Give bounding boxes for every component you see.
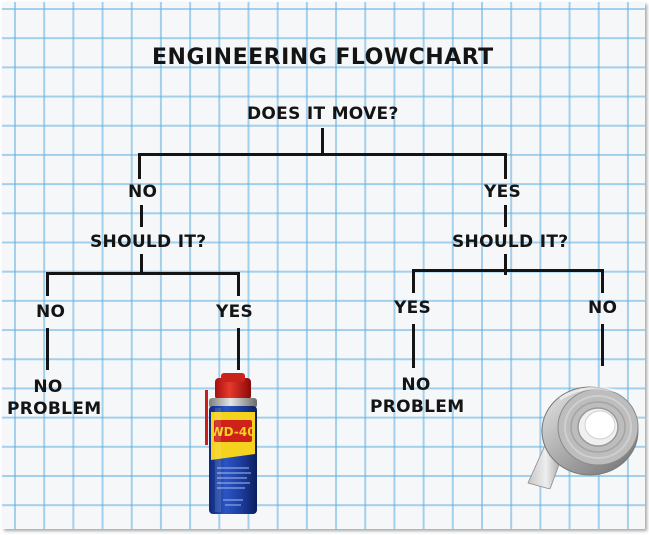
left-yes-line bbox=[237, 328, 240, 370]
left-question: SHOULD IT? bbox=[90, 232, 207, 252]
wd-40-can-icon: WD-40 bbox=[205, 373, 257, 514]
right-no-label: NO bbox=[588, 298, 618, 318]
left-question-stem-line bbox=[140, 254, 143, 275]
left-no-label: NO bbox=[36, 302, 66, 322]
root-question: DOES IT MOVE? bbox=[247, 104, 399, 124]
flowchart-title: ENGINEERING FLOWCHART bbox=[152, 45, 494, 70]
duct-tape-icon bbox=[527, 386, 639, 489]
left-answer-line bbox=[140, 205, 143, 227]
graph-paper-canvas: ENGINEERING FLOWCHART DOES IT MOVE? NO S… bbox=[2, 2, 645, 529]
right-question-stem-line bbox=[504, 254, 507, 275]
left-drop-line bbox=[138, 153, 141, 179]
right-no-line bbox=[601, 324, 604, 366]
left-yes-label: YES bbox=[216, 302, 254, 322]
right-drop-line bbox=[504, 153, 507, 179]
left-answer-no: NO bbox=[128, 182, 158, 202]
right-answer-yes: YES bbox=[484, 182, 522, 202]
right-yes-label: YES bbox=[394, 298, 432, 318]
root-split-line bbox=[138, 153, 507, 156]
right-question: SHOULD IT? bbox=[452, 232, 569, 252]
left-split-line bbox=[46, 272, 240, 275]
root-stem-line bbox=[321, 128, 324, 156]
left-no-result: NO PROBLEM bbox=[7, 377, 102, 420]
wd-40-can-label: WD-40 bbox=[210, 425, 255, 439]
right-split-line bbox=[412, 269, 604, 272]
left-no-drop-line bbox=[46, 272, 49, 296]
left-yes-drop-line bbox=[237, 272, 240, 296]
left-no-line bbox=[46, 328, 49, 370]
right-yes-result: NO PROBLEM bbox=[370, 375, 465, 418]
right-no-drop-line bbox=[601, 269, 604, 293]
right-answer-line bbox=[504, 205, 507, 227]
right-yes-line bbox=[412, 324, 415, 368]
right-yes-drop-line bbox=[412, 269, 415, 293]
